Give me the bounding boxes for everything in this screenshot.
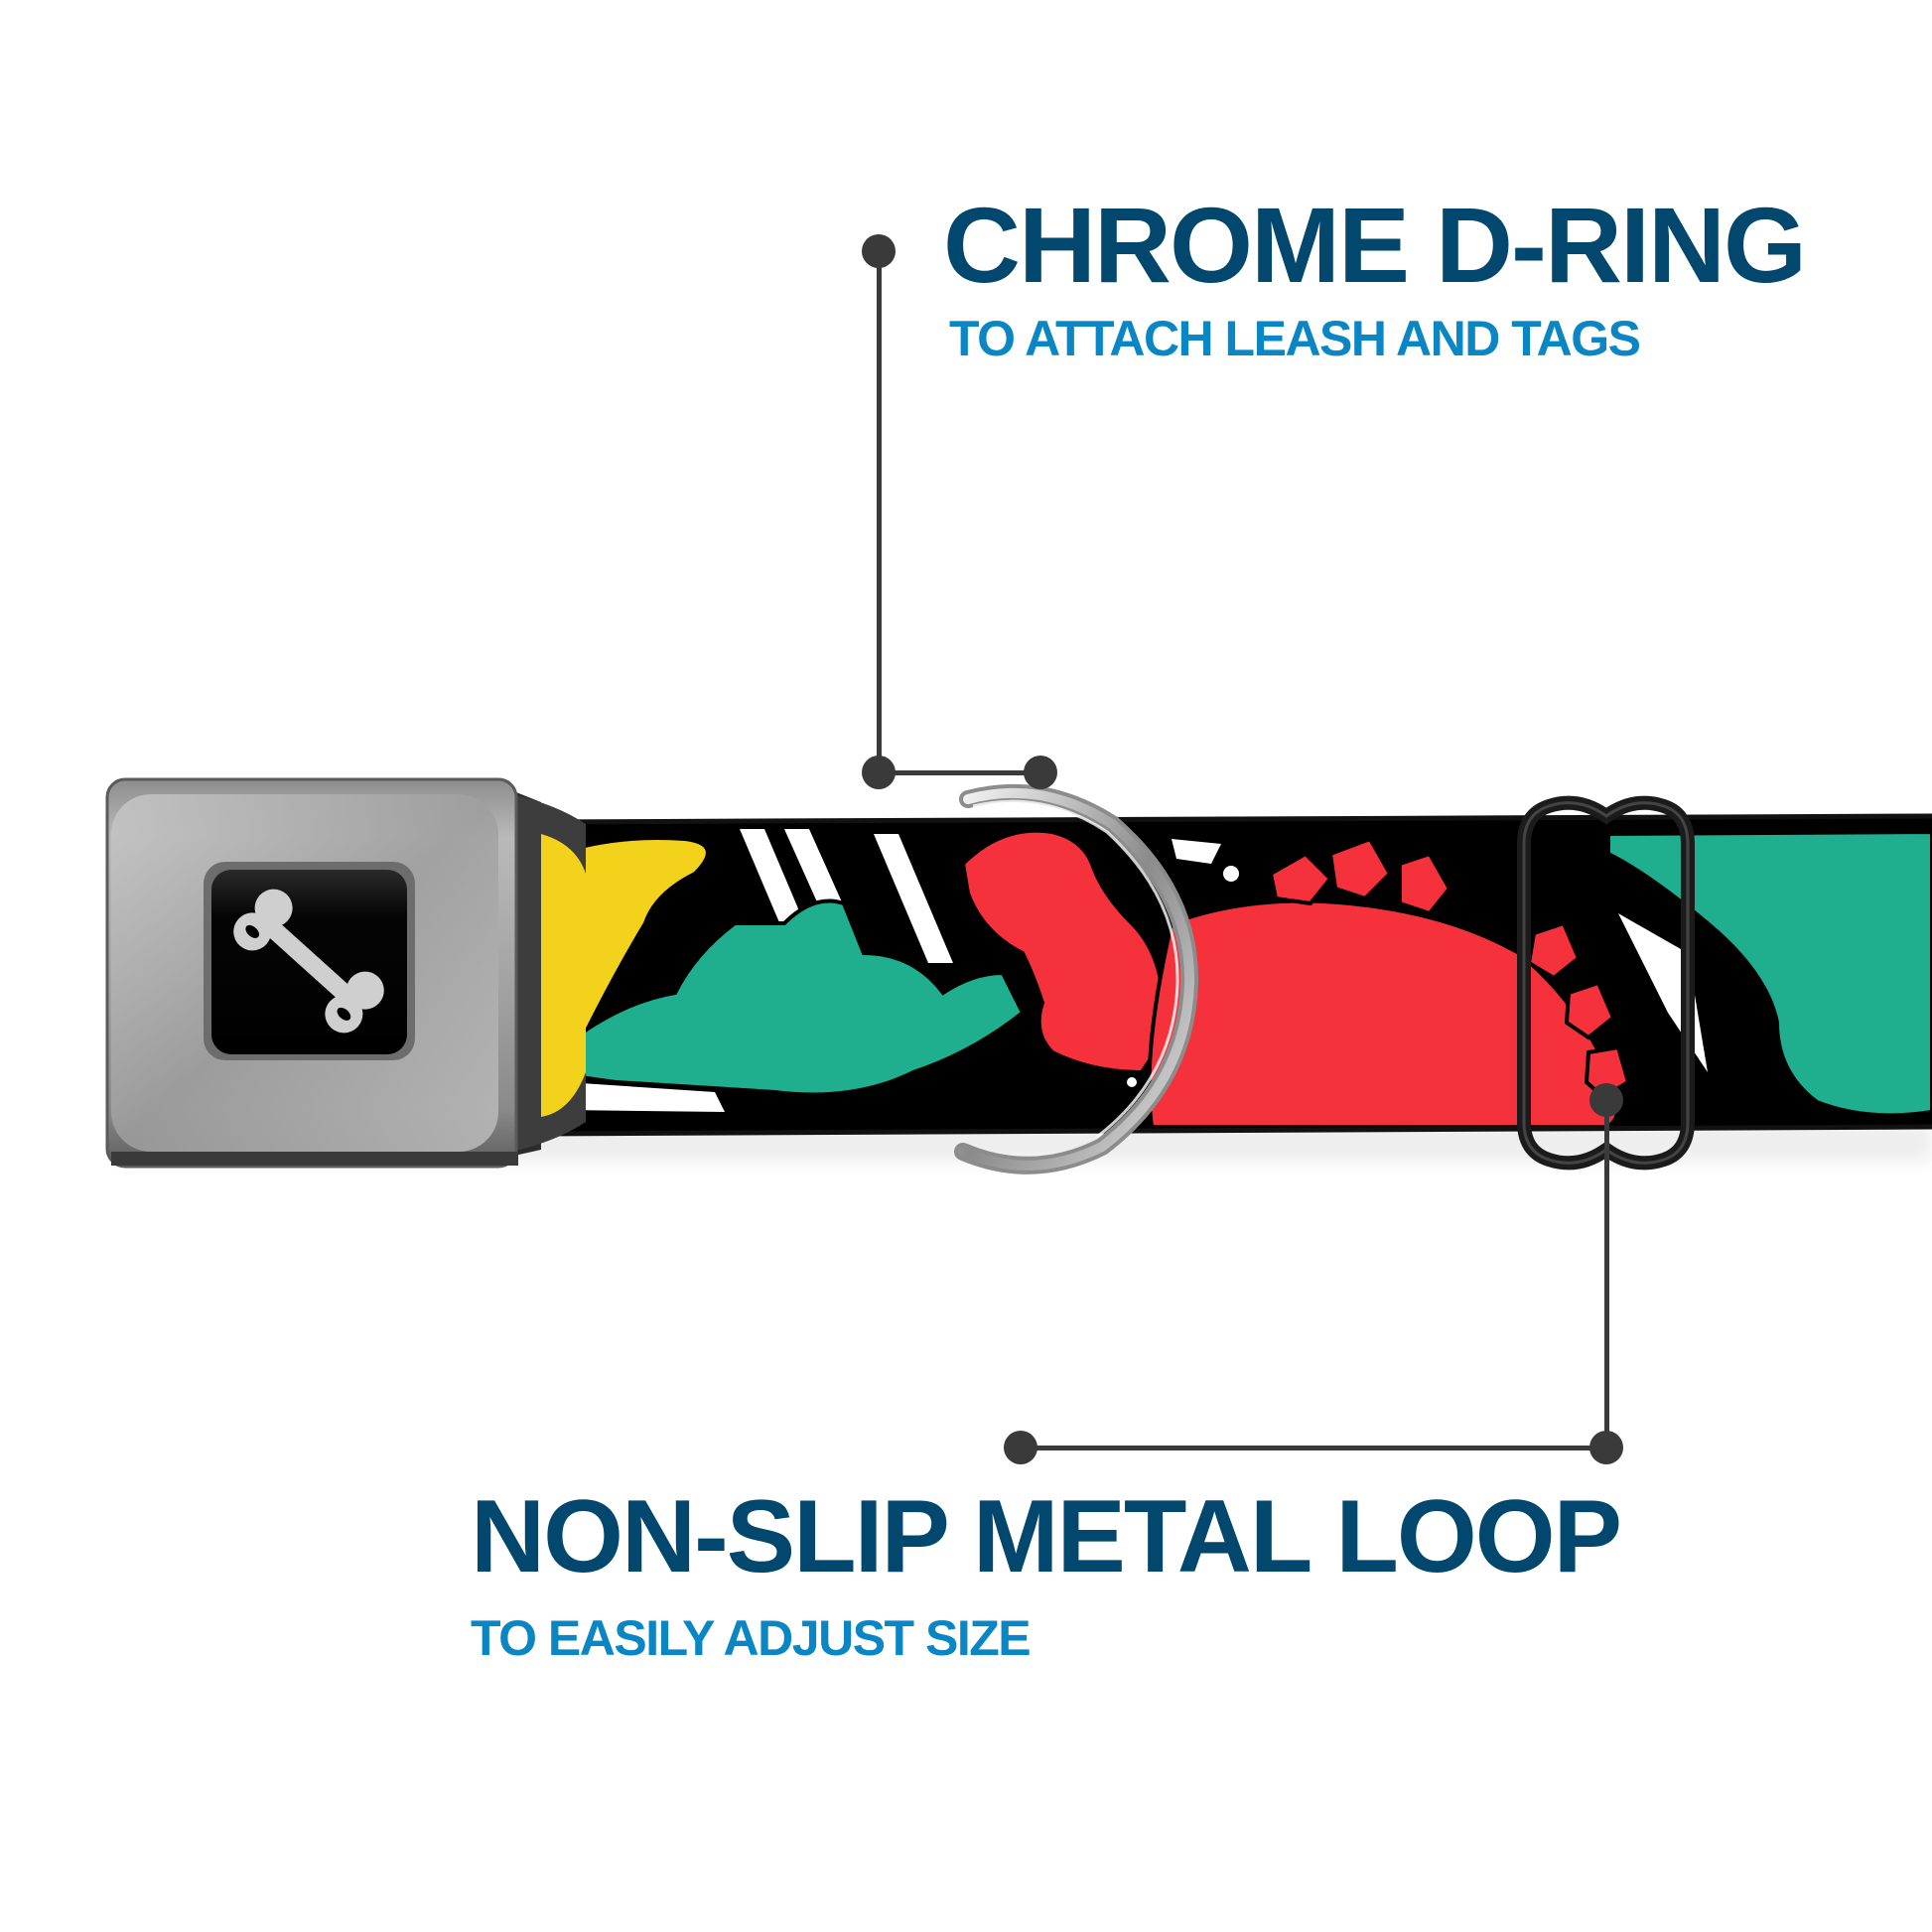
strap bbox=[536, 816, 1932, 1134]
callout-subtitle: TO ATTACH LEASH AND TAGS bbox=[949, 311, 1641, 366]
callout-title: NON-SLIP METAL LOOP bbox=[471, 1479, 1622, 1594]
connector-dot-corner bbox=[862, 756, 896, 789]
seatbelt-buckle bbox=[105, 777, 518, 1169]
connector-line-horizontal bbox=[1021, 1446, 1606, 1450]
metal-loop bbox=[1517, 795, 1695, 1171]
connector-dot-top bbox=[1589, 1083, 1623, 1117]
callout-title: CHROME D-RING bbox=[943, 185, 1807, 305]
callout-subtitle: TO EASILY ADJUST SIZE bbox=[471, 1610, 1032, 1666]
d-ring bbox=[954, 783, 1199, 1174]
connector-line-vertical bbox=[877, 251, 882, 772]
bone-icon bbox=[233, 889, 384, 1034]
connector-line-horizontal bbox=[879, 770, 1040, 775]
connector-dot-end bbox=[1004, 1431, 1037, 1464]
connector-dot-top bbox=[862, 234, 896, 268]
connector-dot-corner bbox=[1589, 1431, 1623, 1464]
connector-dot-end bbox=[1024, 756, 1057, 789]
connector-line-vertical bbox=[1604, 1100, 1609, 1448]
